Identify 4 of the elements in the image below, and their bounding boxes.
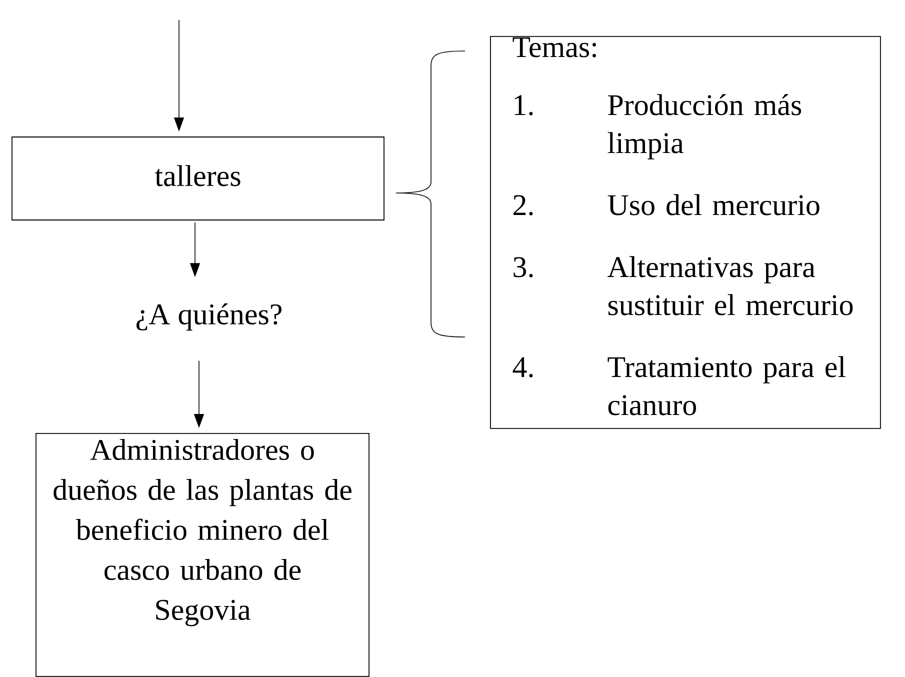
process-box: talleres xyxy=(12,136,384,220)
topics-box: Temas: 1. Producción más limpia 2. Uso del mercurio 3. Alternativas para sustituir el mercurio 4. Tratamiento para el cianuro xyxy=(490,36,881,429)
target-box: Administradores o dueños de las plantas de beneficio minero del casco urbano de Segovia xyxy=(36,433,370,677)
question-text: ¿A quiénes? xyxy=(136,303,282,331)
